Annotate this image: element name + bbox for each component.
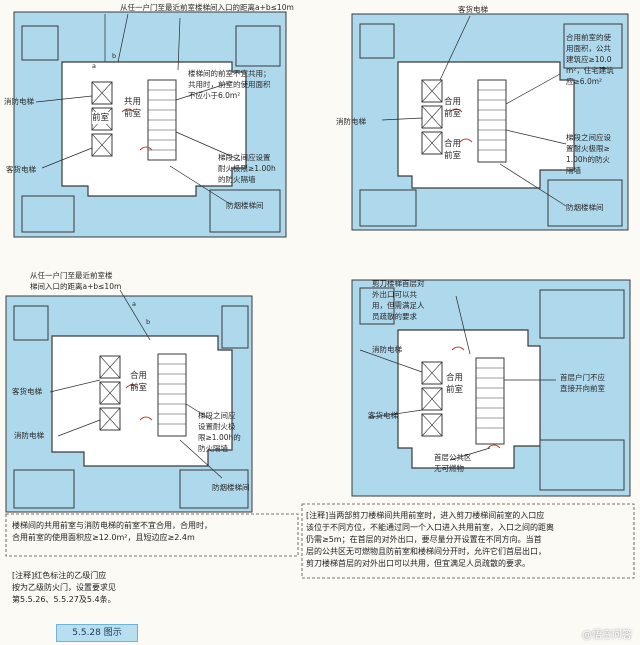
unit-room <box>221 305 249 349</box>
leader-line <box>177 17 181 71</box>
stair-treads <box>478 89 506 151</box>
label-public-area: 首层公共区 无可燃物 <box>434 453 472 473</box>
label-shared-room: 合用 前室 <box>444 97 462 119</box>
leader-line <box>35 95 93 103</box>
unit-room <box>539 439 625 491</box>
label-fire-elevator: 消防电梯 <box>14 431 44 440</box>
panel-top-right <box>351 13 629 231</box>
leader-line <box>505 73 561 105</box>
label-passenger-elevator: 客货电梯 <box>368 411 398 420</box>
label-shared-room: 合用 前室 <box>130 371 148 393</box>
unit-room <box>21 195 75 233</box>
red-door <box>121 108 135 113</box>
stair-well <box>157 353 187 437</box>
label-stair-partition-note: 梯段之间应 设置耐火极 限≥1.00h的 防火隔墙 <box>198 411 241 453</box>
label-dim-b: b <box>112 52 117 60</box>
leader-line <box>57 419 101 437</box>
unit-room <box>235 25 281 67</box>
unit-room <box>359 287 395 325</box>
unit-room <box>13 305 49 341</box>
label-smokeproof-stair: 防烟楼梯间 <box>212 483 250 492</box>
label-fire-elevator: 消防电梯 <box>4 97 34 106</box>
leader-line <box>41 147 93 169</box>
label-shared-room-2: 合用 前室 <box>444 139 462 161</box>
leader-line <box>359 349 423 373</box>
leader-line <box>175 131 241 161</box>
panel-bottom-right <box>351 279 631 497</box>
label-front-room: 前室 <box>92 112 110 124</box>
leader-line <box>439 15 471 81</box>
leader-line <box>119 289 151 341</box>
red-door <box>125 384 139 389</box>
unit-room <box>359 23 395 59</box>
unit-room <box>21 25 59 61</box>
stair-treads <box>148 89 176 151</box>
label-top-dimension: 从任一户门至最近前室楼 梯间入口的距离a+b≤10m <box>30 271 122 291</box>
stair-well <box>477 79 507 163</box>
label-smokeproof-stair: 防烟楼梯间 <box>226 201 264 210</box>
note-red-doors: [注释]红色标注的乙级门应 按为乙级防火门，设置要求见 第5.5.26、5.5.… <box>12 571 116 604</box>
watermark: @悟空问答 <box>582 630 632 641</box>
label-fire-elevator: 消防电梯 <box>372 345 402 354</box>
stair-well <box>475 357 505 445</box>
unit-room <box>359 189 417 227</box>
leader-line <box>505 129 567 145</box>
label-passenger-elevator: 客货电梯 <box>458 5 488 14</box>
leader-line <box>185 403 213 421</box>
label-dim-a: a <box>92 62 96 70</box>
label-top-dimension: 从任一户门至最近前室楼梯间入口的距离a+b≤10m <box>120 3 294 12</box>
red-door <box>487 444 501 449</box>
label-shared-antechamber-note: 楼梯间的前室不宜共用； 共用时，前室的使用面积 不应小于6.0m² <box>188 69 271 100</box>
elevator-cross <box>99 355 121 431</box>
unit-room <box>13 469 75 509</box>
leader-line <box>455 295 471 355</box>
leader-line <box>104 13 129 63</box>
label-fire-elevator: 消防电梯 <box>336 117 366 126</box>
red-door <box>459 138 473 143</box>
leader-line <box>381 117 423 121</box>
leader-line <box>175 81 233 101</box>
label-dim-a: a <box>132 300 136 308</box>
red-door <box>139 416 153 421</box>
unit-room <box>563 23 623 69</box>
leader-line <box>449 447 491 461</box>
stair-treads <box>158 363 186 425</box>
stair-treads <box>476 367 504 429</box>
label-scissor-stair-note: 剪刀楼梯首层对 外出口可以共 用，但需满足人 员疏散的要求 <box>372 279 425 321</box>
leader-line <box>169 165 231 205</box>
label-shared-front-room: 共用 前室 <box>124 97 142 119</box>
elevator-cross <box>421 361 443 437</box>
label-smokeproof-stair: 防烟楼梯间 <box>566 203 604 212</box>
label-passenger-elevator: 客货电梯 <box>6 165 36 174</box>
note-box-left <box>5 513 299 557</box>
label-dim-b: b <box>146 318 151 326</box>
label-shared-area-note: 合用前室的使 用面积，公共 建筑应≥10.0 m²，住宅建筑 应≥6.0m² <box>566 33 614 86</box>
label-stair-partition-note: 梯段之间应设置 耐火极限≥1.00h 的防火隔墙 <box>218 153 276 184</box>
note-scissor-stairs: [注释]当两部剪刀楼梯间共用前室时，进入剪刀楼梯间前室的入口应 该位于不同方位，… <box>306 511 554 568</box>
unit-room <box>547 179 623 227</box>
unit-room <box>209 189 281 233</box>
core-floor <box>51 335 233 467</box>
unit-room <box>179 469 249 509</box>
leader-line <box>367 409 423 419</box>
note-box-right <box>301 503 635 579</box>
figure-caption: 5.5.28 图示 <box>56 624 138 642</box>
red-door <box>451 346 465 351</box>
leader-line <box>179 439 223 479</box>
label-stair-partition-note: 梯段之间应设 置耐火极限≥ 1.00h的防火 隔墙 <box>566 133 611 175</box>
leader-line <box>49 379 101 393</box>
panel-top-left <box>13 11 287 238</box>
label-shared-room: 合用 前室 <box>446 373 464 395</box>
label-door-note: 首层户门不应 直接开向前室 <box>560 373 605 393</box>
label-passenger-elevator: 客货电梯 <box>12 387 42 396</box>
elevator-cross <box>421 79 443 155</box>
panel-bottom-left <box>5 289 253 513</box>
red-door <box>449 108 463 113</box>
leader-line <box>499 163 567 207</box>
note-shared-antechamber: 楼梯间的共用前室与消防电梯的前室不宜合用，合用时， 合用前室的使用面积应≥12.… <box>12 521 212 542</box>
red-door <box>139 146 153 151</box>
unit-room <box>539 289 625 339</box>
